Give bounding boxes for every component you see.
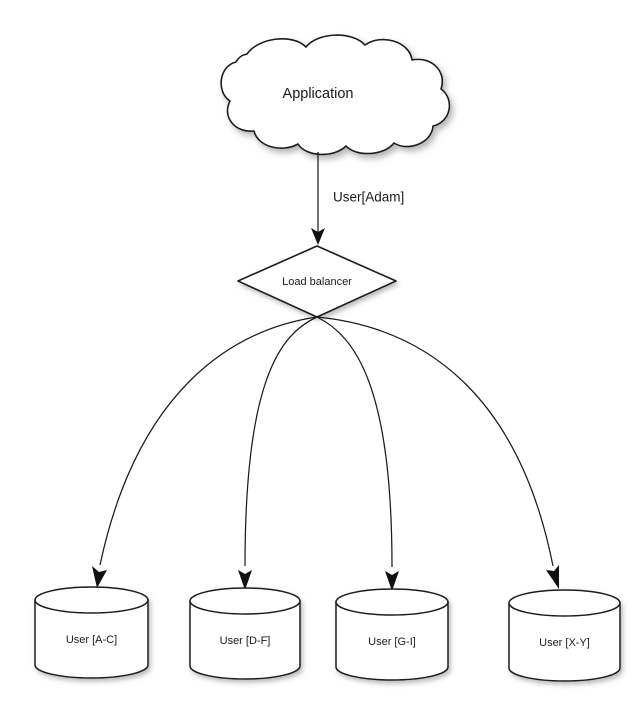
cylinder-label-db-2: User [G-I] — [368, 636, 416, 648]
edge-balancer-to-db-2 — [316, 316, 399, 591]
cylinder-label-db-0: User [A-C] — [66, 634, 117, 646]
edge-cloud-to-balancer: User[Adam] — [311, 152, 404, 245]
node-cloud-application[interactable]: Application — [220, 34, 451, 156]
edge-balancer-to-db-3 — [316, 316, 559, 589]
node-cylinder-db-3[interactable]: User [X-Y] — [508, 589, 621, 682]
edge-balancer-to-db-2-line — [316, 316, 393, 568]
edge-balancer-to-db-1-line — [244, 316, 318, 567]
edge-balancer-to-db-1 — [238, 316, 318, 590]
edge-cloud-to-balancer-arrowhead — [311, 228, 325, 245]
node-cylinder-db-0[interactable]: User [A-C] — [34, 586, 149, 679]
edge-balancer-to-db-3-arrowhead — [546, 565, 559, 589]
cloud-label: Application — [283, 86, 354, 102]
edge-balancer-to-db-2-arrowhead — [385, 571, 399, 591]
edge-balancer-to-db-3-line — [316, 316, 554, 567]
cylinder-label-db-3: User [X-Y] — [539, 637, 590, 649]
edge-balancer-to-db-0 — [92, 316, 318, 588]
edge-balancer-to-db-1-arrowhead — [238, 570, 252, 590]
node-cylinder-db-2[interactable]: User [G-I] — [335, 588, 449, 681]
node-cylinder-db-1[interactable]: User [D-F] — [189, 587, 301, 680]
edge-balancer-to-db-0-arrowhead — [92, 566, 107, 588]
edge-balancer-to-db-0-line — [99, 316, 318, 566]
node-diamond-load-balancer[interactable]: Load balancer — [237, 245, 397, 318]
edge-label-user-adam: User[Adam] — [333, 190, 404, 205]
cylinder-label-db-1: User [D-F] — [220, 635, 271, 647]
diamond-label: Load balancer — [282, 276, 352, 288]
